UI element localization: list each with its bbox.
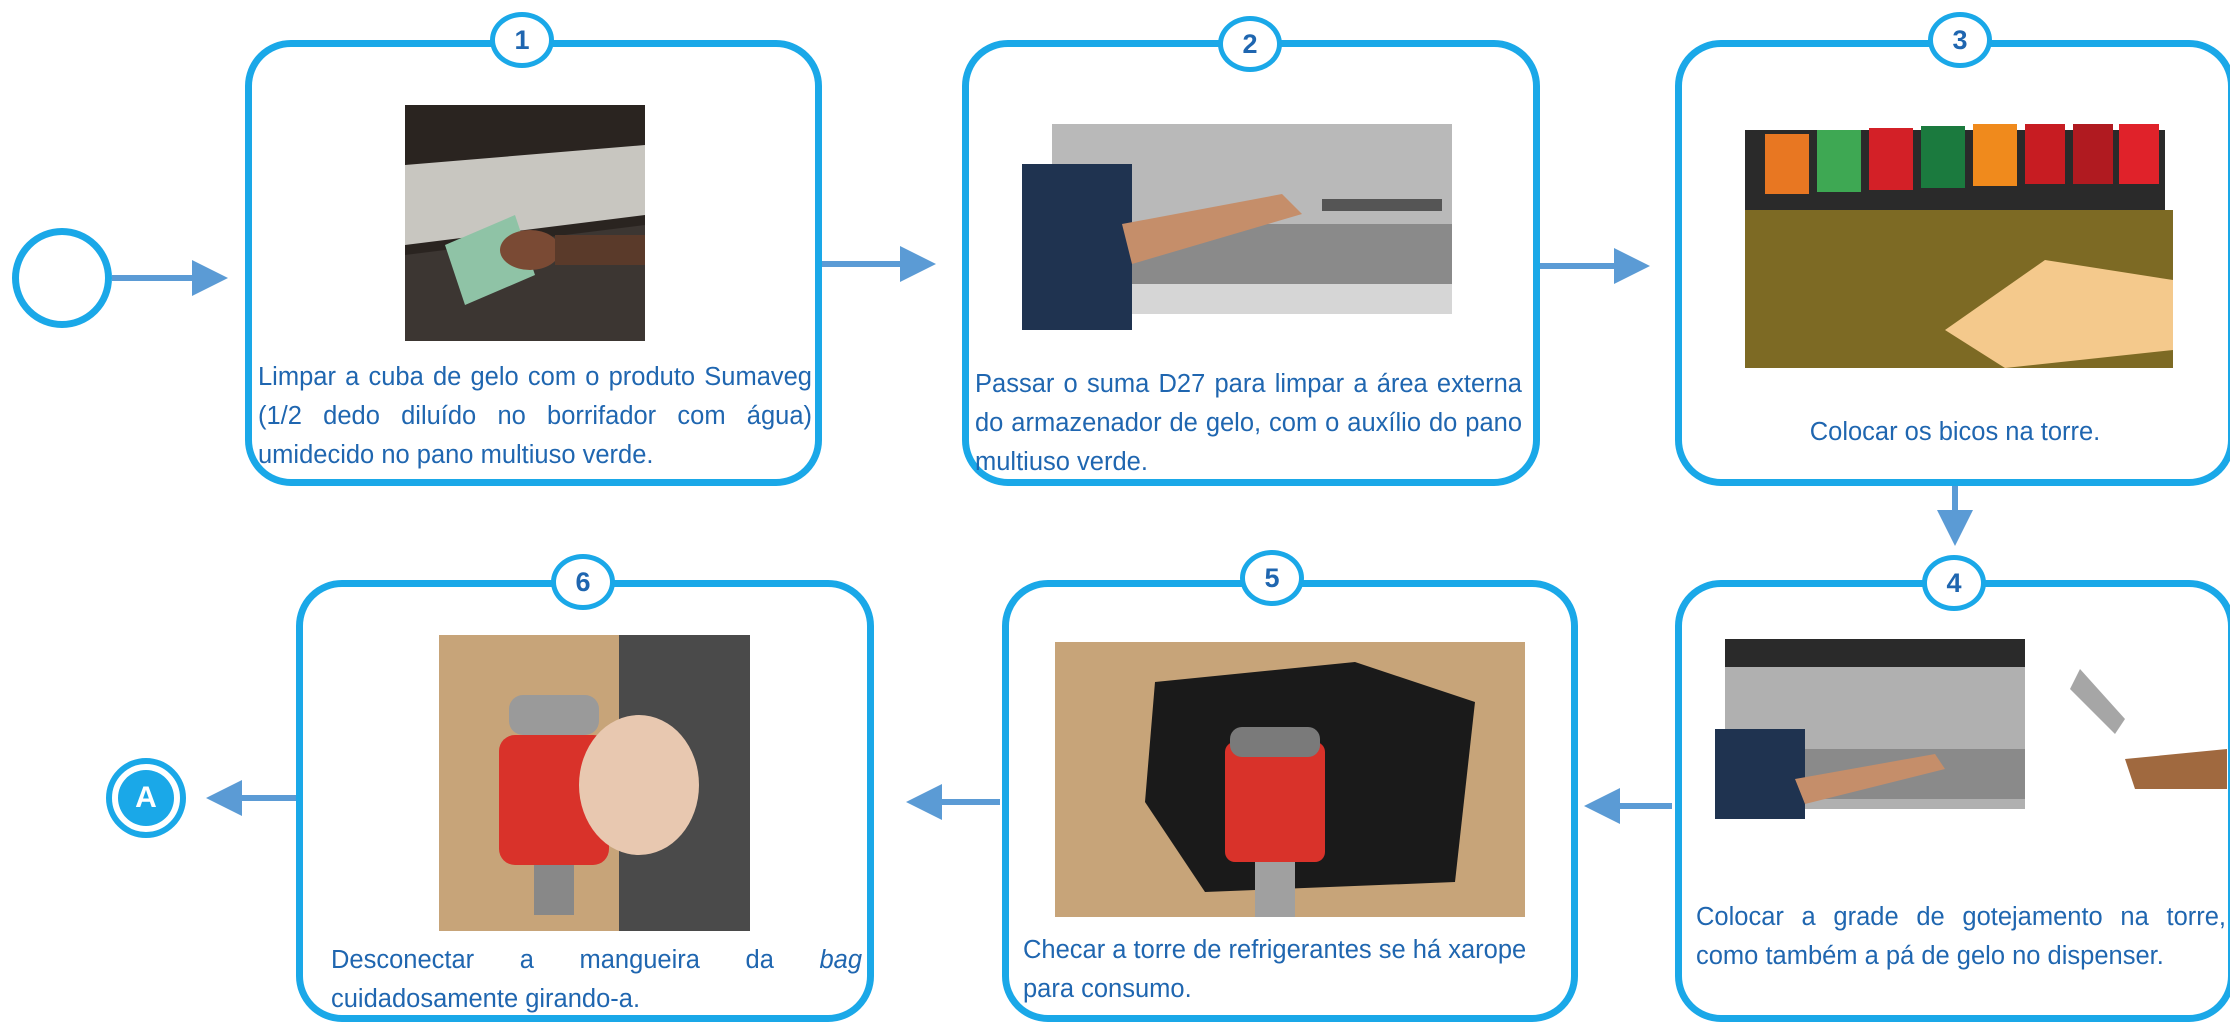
step-3-photo <box>1745 120 2173 368</box>
step-1-photo <box>405 105 645 341</box>
step-6-caption-after: cuidadosamente girando-a. <box>331 985 641 1013</box>
step-1-caption: Limpar a cuba de gelo com o produto Suma… <box>258 363 812 469</box>
connector-a-label: A <box>118 770 174 826</box>
step-6-caption-before: Desconectar a mangueira da <box>331 946 820 974</box>
step-6-box: Desconectar a mangueira da bag cuidadosa… <box>296 580 874 1022</box>
step-1-number: 1 <box>490 12 554 68</box>
step-3-caption: Colocar os bicos na torre. <box>1809 418 2101 446</box>
step-4-photo <box>1715 639 2227 834</box>
step-6-number: 6 <box>551 554 615 610</box>
step-3-box: Colocar os bicos na torre. <box>1675 40 2230 486</box>
step-6-photo <box>439 635 750 931</box>
step-4-number: 4 <box>1922 555 1986 611</box>
step-4-caption: Colocar a grade de gotejamento na torre,… <box>1696 903 2226 970</box>
step-6-caption: Desconectar a mangueira da bag cuidadosa… <box>331 941 862 1019</box>
step-2-caption: Passar o suma D27 para limpar a área ext… <box>975 370 1522 476</box>
connector-a: A <box>106 758 186 838</box>
start-node <box>12 228 112 328</box>
step-2-box: Passar o suma D27 para limpar a área ext… <box>962 40 1540 486</box>
step-5-box: Checar a torre de refrigerantes se há xa… <box>1002 580 1578 1022</box>
step-5-number: 5 <box>1240 550 1304 606</box>
step-5-caption: Checar a torre de refrigerantes se há xa… <box>1023 936 1527 1003</box>
step-6-caption-italic: bag <box>819 946 862 974</box>
step-5-photo <box>1055 642 1525 917</box>
step-3-number: 3 <box>1928 12 1992 68</box>
step-1-box: Limpar a cuba de gelo com o produto Suma… <box>245 40 822 486</box>
step-4-box: Colocar a grade de gotejamento na torre,… <box>1675 580 2230 1022</box>
step-2-photo <box>1022 124 1455 330</box>
step-2-number: 2 <box>1218 16 1282 72</box>
